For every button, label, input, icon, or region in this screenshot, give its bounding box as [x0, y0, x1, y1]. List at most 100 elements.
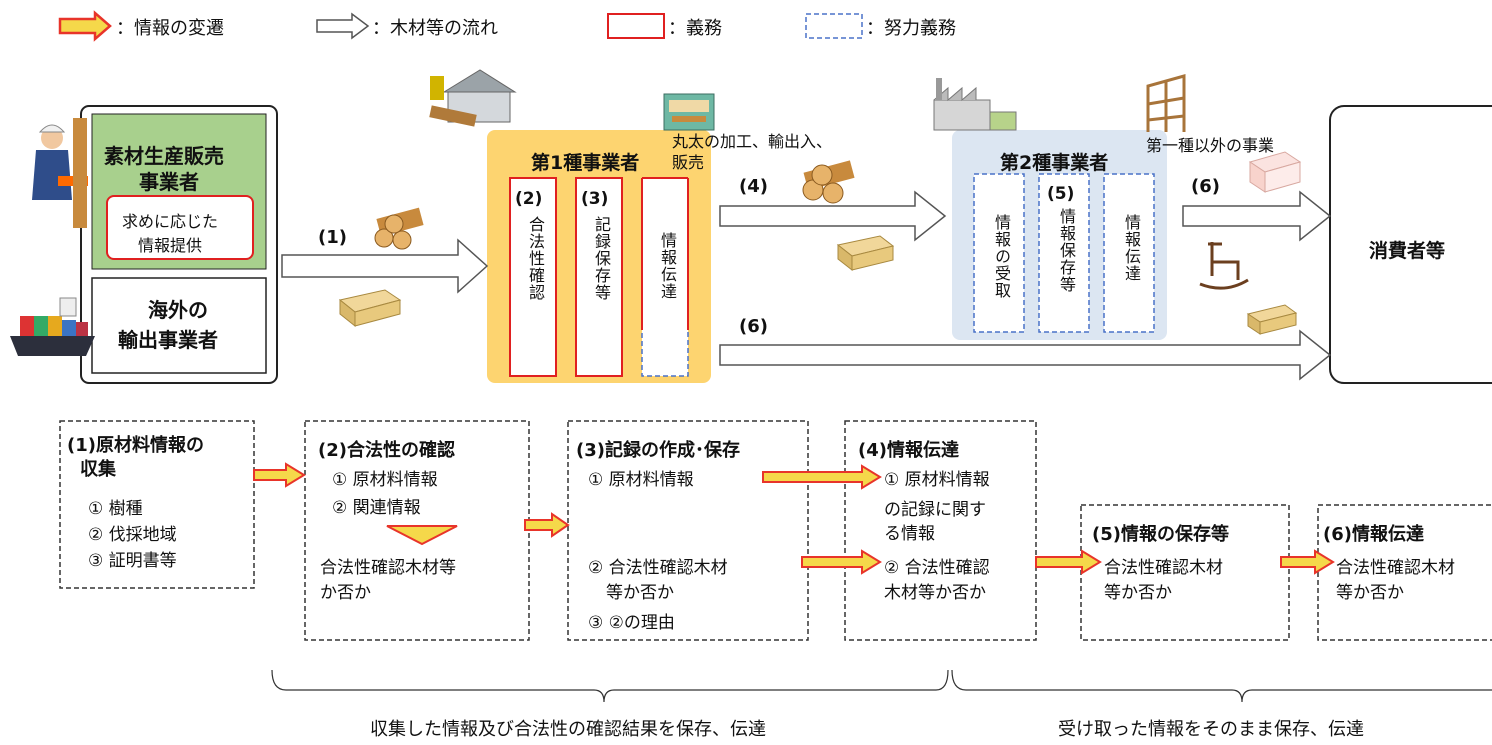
info-arrow-1-2 [253, 462, 306, 488]
sawmill-icon [429, 69, 517, 127]
rocking-chair-icon [1199, 242, 1249, 290]
record-label: 記録保存等 [592, 216, 611, 301]
info-transmit-label: 情報伝達 [658, 232, 677, 300]
lumber-icon-1 [338, 289, 402, 328]
info-arrow-3-4a [762, 464, 882, 490]
legend-wood-flow-label: ：木材等の流れ [372, 18, 498, 39]
step6-text-2: 等か否か [1336, 583, 1404, 603]
step2-title: (2)合法性の確認 [318, 440, 455, 461]
step2-item-2: ② 関連情報 [332, 498, 421, 518]
step4-item-1c: る情報 [884, 524, 935, 544]
receive-label: 情報の受取 [992, 214, 1011, 299]
second-class-title: 第2種事業者 [1000, 152, 1109, 174]
down-triangle-icon [386, 525, 458, 546]
factory-icon-1 [663, 93, 715, 131]
producer-title-2: 事業者 [139, 170, 199, 194]
bracket-right-label: 受け取った情報をそのまま保存、伝達 [1058, 719, 1364, 740]
logs-icon-2 [802, 160, 855, 204]
overseas-box [91, 277, 267, 374]
step3-box [567, 420, 809, 641]
flow-arrow-1 [281, 238, 489, 294]
step3-item-2b: 等か否か [606, 583, 674, 603]
legality-check-box [509, 177, 557, 377]
flow-arrow-6a [1182, 190, 1332, 242]
bracket-left [271, 669, 949, 703]
step3-title: (3)記録の作成･保存 [576, 440, 740, 461]
legend-info-flow-label: ：情報の変遷 [116, 18, 224, 39]
container-ship-icon [10, 297, 95, 356]
step2-result-1: 合法性確認木材等 [320, 558, 456, 578]
receive-box [973, 173, 1025, 333]
legend-wood-arrow-icon [316, 12, 370, 40]
tissue-box-icon [1248, 151, 1302, 193]
step4-item-1a: ① 原材料情報 [884, 470, 990, 490]
lumber-icon-3 [1246, 304, 1298, 335]
transmit2-box [1103, 173, 1155, 333]
house-frame-icon [1146, 74, 1186, 132]
info-arrow-2-3 [524, 512, 570, 538]
step5-title: (5)情報の保存等 [1092, 524, 1229, 545]
step4-item-2b: 木材等か否か [884, 583, 986, 603]
step1-item-2: ② 伐採地域 [88, 525, 177, 545]
consumer-box [1329, 105, 1492, 384]
producer-note-box [106, 195, 254, 260]
flow-label-6b: (6) [739, 316, 768, 337]
legend-duty-box-icon [607, 13, 665, 39]
step3-item-3: ③ ②の理由 [588, 613, 675, 633]
bracket-right [951, 669, 1492, 703]
overseas-exporter-2: 輸出事業者 [118, 328, 218, 352]
overseas-exporter-1: 海外の [148, 298, 208, 322]
step4-item-1b: の記録に関す [884, 500, 986, 520]
step4-box [844, 420, 1037, 641]
step4-item-2a: ② 合法性確認 [884, 558, 990, 578]
step1-item-3: ③ 証明書等 [88, 551, 177, 571]
step5-text-2: 等か否か [1104, 583, 1172, 603]
step3-item-2a: ② 合法性確認木材 [588, 558, 728, 578]
legend-effort-box-icon [805, 13, 863, 39]
legality-check-num: (2) [515, 189, 543, 209]
flow-label-1: (1) [318, 227, 347, 248]
producer-note-2: 情報提供 [138, 236, 203, 255]
store-box [1038, 173, 1090, 333]
first-class-desc-2: 販売 [672, 153, 705, 172]
step3-item-1: ① 原材料情報 [588, 470, 694, 490]
step2-item-1: ① 原材料情報 [332, 470, 438, 490]
legend-duty-label: ：義務 [668, 18, 722, 39]
flow-arrow-4 [719, 190, 947, 242]
factory-icon-2 [933, 78, 1017, 131]
info-arrow-4-5 [1035, 549, 1102, 575]
transmit2-label: 情報伝達 [1122, 214, 1141, 282]
step2-result-2: か否か [320, 583, 371, 603]
info-transmit-box [641, 177, 689, 377]
worker-icon [32, 118, 88, 228]
bracket-left-label: 収集した情報及び合法性の確認結果を保存、伝達 [370, 719, 766, 740]
step6-box [1317, 504, 1492, 641]
legend-info-arrow-icon [58, 10, 112, 42]
legality-check-label: 合法性確認 [526, 216, 545, 301]
step6-title: (6)情報伝達 [1323, 524, 1424, 545]
lumber-icon-2 [836, 235, 895, 272]
record-box [575, 177, 623, 377]
step1-item-1: ① 樹種 [88, 499, 143, 519]
step4-title: (4)情報伝達 [858, 440, 959, 461]
step5-text-1: 合法性確認木材 [1104, 558, 1223, 578]
store-label: 情報保存等 [1057, 208, 1076, 293]
producer-note-1: 求めに応じた [122, 212, 219, 231]
legend-effort-duty-label: ：努力義務 [866, 18, 956, 39]
flow-label-4: (4) [739, 176, 768, 197]
producer-title-1: 素材生産販売 [104, 144, 224, 168]
first-class-title: 第1種事業者 [531, 152, 640, 174]
info-arrow-5-6 [1280, 549, 1335, 575]
first-class-desc-1: 丸太の加工、輸出入、 [672, 132, 833, 151]
step6-text-1: 合法性確認木材 [1336, 558, 1455, 578]
info-arrow-3-4b [801, 549, 882, 575]
record-num: (3) [581, 189, 609, 209]
step1-title-2: 収集 [80, 459, 116, 480]
step1-box [59, 420, 255, 589]
consumer-label: 消費者等 [1369, 240, 1446, 262]
second-class-desc: 第一種以外の事業 [1146, 136, 1275, 155]
step1-title-1: (1)原材料情報の [67, 435, 204, 456]
flow-label-6a: (6) [1191, 176, 1220, 197]
store-num: (5) [1047, 184, 1075, 204]
